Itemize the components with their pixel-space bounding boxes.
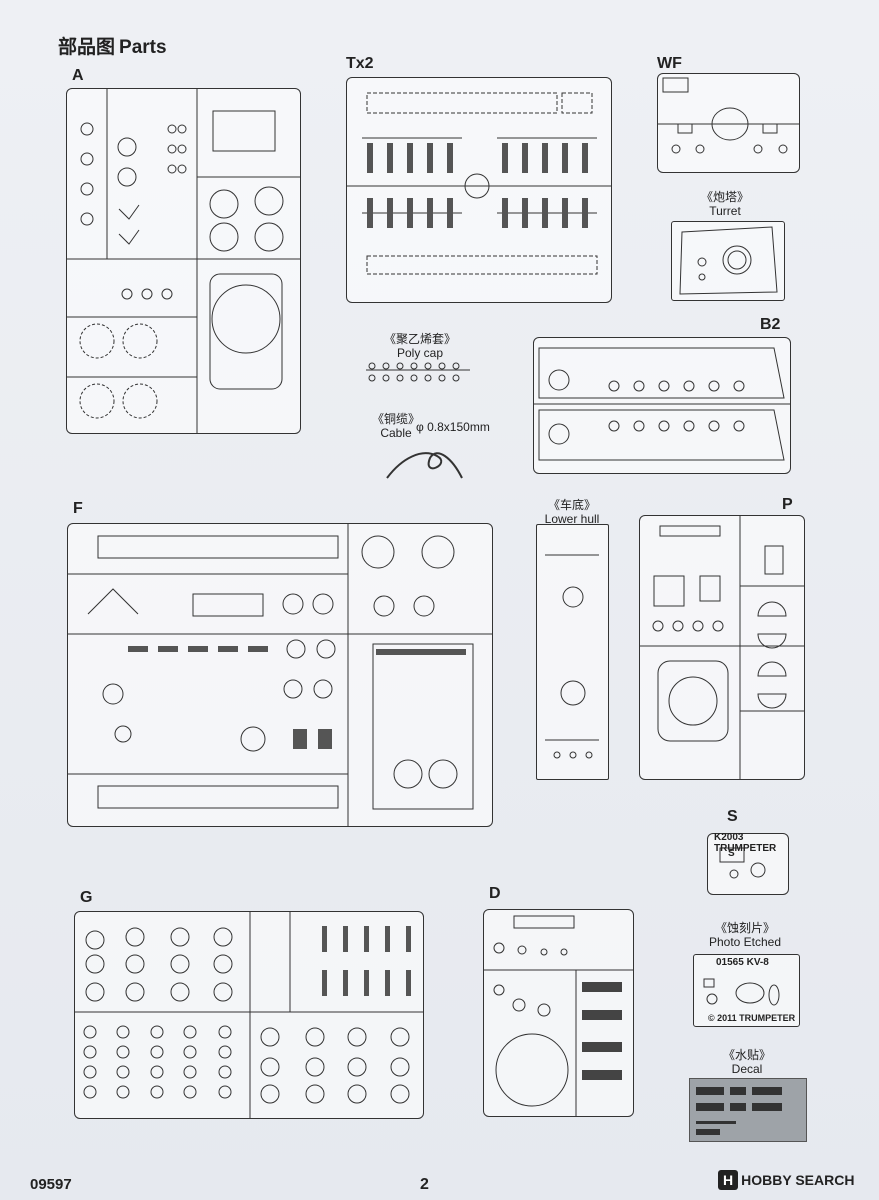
polycap-drawing xyxy=(366,362,470,382)
pe-plate-drawing xyxy=(703,978,780,1006)
sprue-label-g: G xyxy=(80,889,93,906)
turret-part xyxy=(671,221,785,301)
sprue-s: K2003 TRUMPETER S xyxy=(707,832,789,895)
watermark-logo-icon: H xyxy=(718,1170,739,1190)
sprue-label-d: D xyxy=(489,885,501,902)
sprue-label-tx2: Tx2 xyxy=(346,55,374,72)
sprue-b2 xyxy=(533,337,791,474)
title-en: Parts xyxy=(119,37,167,58)
pe-code: 01565 xyxy=(716,957,744,968)
sprue-label-p: P xyxy=(782,496,793,513)
sprue-tx2 xyxy=(346,77,612,303)
sprue-a-drawing xyxy=(67,89,300,433)
pe-caption: 《蚀刻片》 Photo Etched xyxy=(700,921,790,949)
product-code: 09597 xyxy=(30,1176,72,1193)
page-number: 2 xyxy=(420,1176,429,1193)
pe-plate: 01565 KV-8 © 2011 TRUMPETER xyxy=(693,954,800,1027)
lowerhull-en: Lower hull xyxy=(544,512,600,526)
sprue-p-drawing xyxy=(640,516,804,779)
cable-en: Cable xyxy=(380,426,412,440)
sprue-label-s: S xyxy=(727,808,738,825)
polycap-en: Poly cap xyxy=(396,346,444,360)
turret-drawing xyxy=(679,226,778,295)
s-plate-brand: K2003 TRUMPETER xyxy=(714,832,777,854)
cable-spec: φ 0.8x150mm xyxy=(416,420,490,434)
sprue-d xyxy=(483,909,634,1117)
pe-cn: 《蚀刻片》 xyxy=(714,921,775,935)
sprue-label-wf: WF xyxy=(657,55,682,72)
decal-sheet xyxy=(689,1078,807,1142)
polycap-caption: 《聚乙烯套》 Poly cap xyxy=(370,332,470,360)
sprue-a xyxy=(66,88,301,434)
turret-en: Turret xyxy=(709,204,741,218)
sprue-g-drawing xyxy=(75,912,423,1118)
title-cn: 部品图 xyxy=(58,37,116,58)
decal-cn: 《水贴》 xyxy=(722,1048,771,1062)
sprue-label-f: F xyxy=(73,500,83,517)
sprue-wf xyxy=(657,73,800,173)
sprue-d-drawing xyxy=(484,915,633,1116)
sprue-p xyxy=(639,515,805,780)
turret-cn: 《炮塔》 xyxy=(700,190,749,204)
pe-en: Photo Etched xyxy=(708,935,782,949)
sprue-f xyxy=(67,523,493,827)
polycap-cn: 《聚乙烯套》 xyxy=(383,332,456,346)
pe-copyright: © 2011 TRUMPETER xyxy=(708,1013,796,1023)
cable-drawing xyxy=(386,452,463,479)
turret-caption: 《炮塔》 Turret xyxy=(690,190,760,218)
s-plate-letter: S xyxy=(728,848,735,859)
sprue-g xyxy=(74,911,424,1119)
sprue-tx2-drawing xyxy=(347,92,611,275)
sprue-wf-drawing xyxy=(658,77,799,154)
cable-caption: 《铜缆》 Cable xyxy=(372,412,420,440)
pe-name: KV-8 xyxy=(746,957,769,968)
cable-cn: 《铜缆》 xyxy=(372,412,421,426)
lowerhull-caption: 《车底》 Lower hull xyxy=(532,498,612,526)
sprue-label-a: A xyxy=(72,67,84,84)
sprue-s-drawing xyxy=(719,847,766,879)
lowerhull-drawing xyxy=(545,554,599,759)
pe-plate-header: 01565 KV-8 xyxy=(716,957,769,968)
lowerhull-cn: 《车底》 xyxy=(547,498,596,512)
sprue-b2-drawing xyxy=(534,347,790,461)
decal-en: Decal xyxy=(731,1062,763,1076)
decal-caption: 《水贴》 Decal xyxy=(712,1048,782,1076)
watermark-text: HOBBY SEARCH xyxy=(741,1172,855,1188)
sprue-f-drawing xyxy=(68,524,492,826)
sprue-label-b2: B2 xyxy=(760,316,781,333)
decal-sheet-drawing xyxy=(696,1087,782,1135)
lowerhull-part xyxy=(536,524,609,780)
